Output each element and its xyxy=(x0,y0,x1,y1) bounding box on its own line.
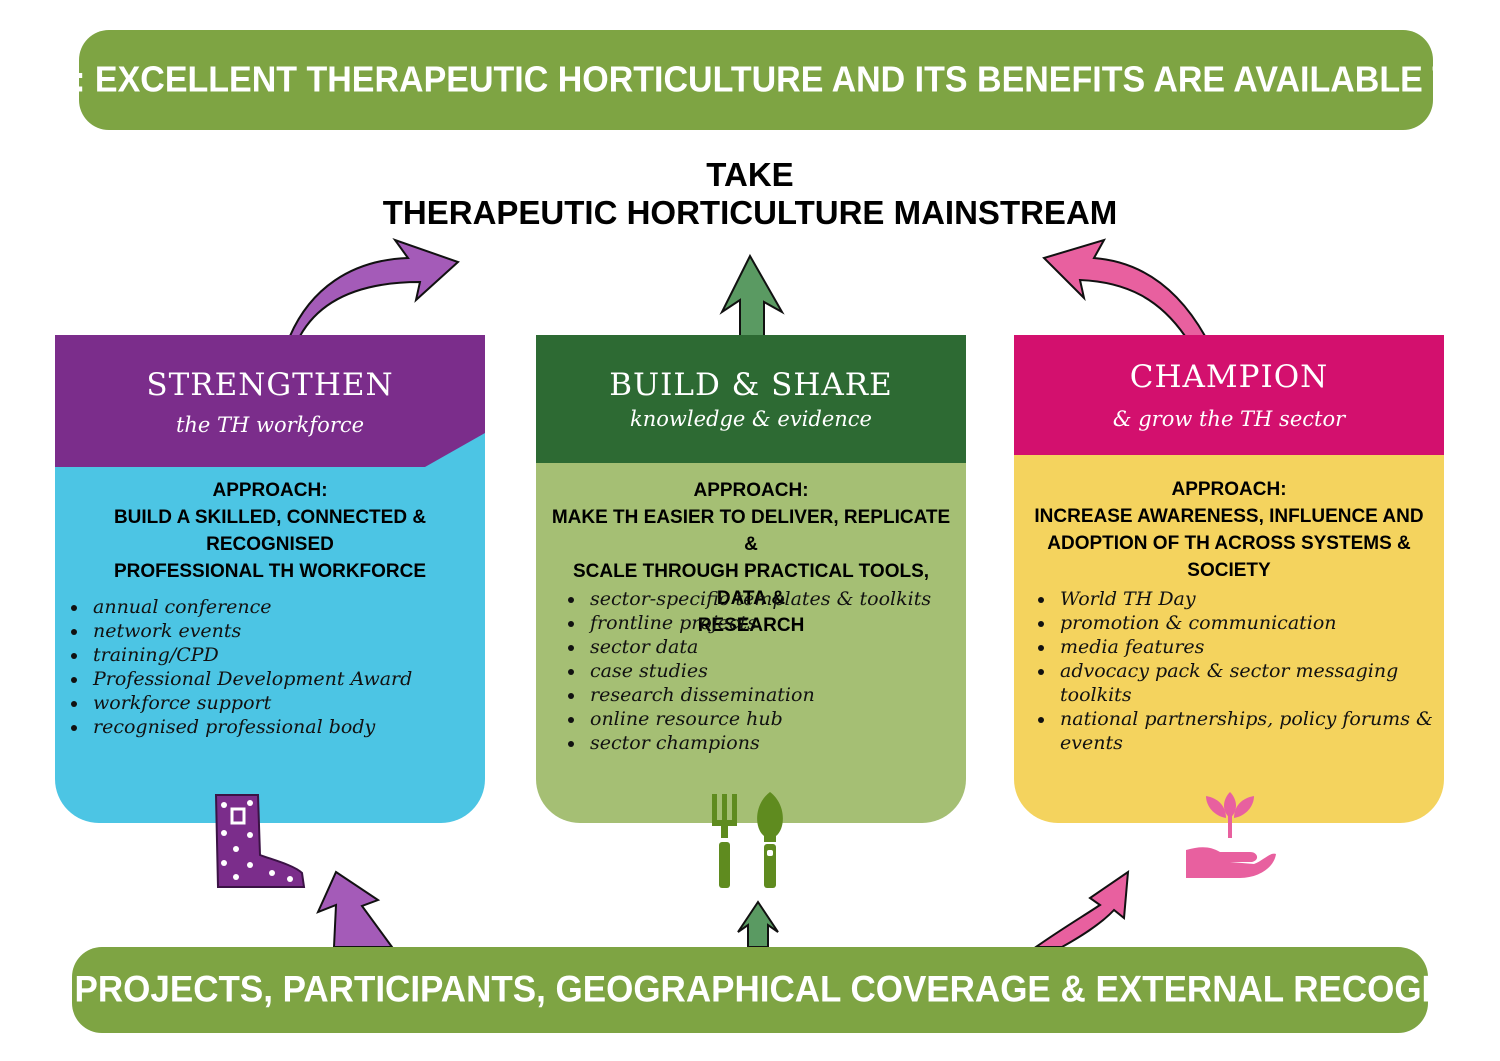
arrow-up-right-purple xyxy=(288,238,460,337)
card-subtitle: the TH workforce xyxy=(175,413,365,437)
approach-line: SCALE THROUGH PRACTICAL TOOLS, DATA & xyxy=(572,561,930,609)
list-item: training/CPD xyxy=(89,643,485,667)
card-header-bg xyxy=(536,335,966,463)
card-header-bg xyxy=(55,335,485,467)
arrow-up-left-pink xyxy=(1042,238,1207,337)
arrow-bottom-pink xyxy=(1032,869,1130,948)
card-title: STRENGTHEN xyxy=(146,367,394,403)
list-item: case studies xyxy=(586,659,966,683)
hand-holding-plant-icon xyxy=(1186,792,1276,878)
approach-label: APPROACH: xyxy=(1171,479,1287,500)
list-item: online resource hub xyxy=(586,707,966,731)
approach-line: RESEARCH xyxy=(697,615,805,636)
list-item: sector-specific templates & toolkits xyxy=(586,587,966,611)
approach-line: ADOPTION OF TH ACROSS SYSTEMS & SOCIETY xyxy=(1047,533,1411,581)
list-item: annual conference xyxy=(89,595,485,619)
list-item: national partnerships, policy forums & e… xyxy=(1056,707,1444,755)
list-item: research dissemination xyxy=(586,683,966,707)
card-title: CHAMPION xyxy=(1129,359,1329,395)
goal-line-1: TAKE xyxy=(706,156,794,193)
wellington-boot-icon xyxy=(214,794,306,888)
list-item: World TH Day xyxy=(1056,587,1444,611)
arrow-bottom-green xyxy=(737,900,779,948)
list-item: Professional Development Award xyxy=(89,667,485,691)
vision-banner: VISION: EXCELLENT THERAPEUTIC HORTICULTU… xyxy=(0,30,1500,130)
list-item: sector data xyxy=(586,635,966,659)
list-item: workforce support xyxy=(89,691,485,715)
goal-line-2: THERAPEUTIC HORTICULTURE MAINSTREAM xyxy=(382,194,1118,231)
list-item: network events xyxy=(89,619,485,643)
goal-heading: TAKE THERAPEUTIC HORTICULTURE MAINSTREAM xyxy=(350,156,1150,232)
card-approach: APPROACH: INCREASE AWARENESS, INFLUENCE … xyxy=(1014,476,1444,584)
list-item: media features xyxy=(1056,635,1444,659)
list-item: frontline projects xyxy=(586,611,966,635)
card-header-bg xyxy=(1014,335,1444,455)
card-approach: APPROACH: MAKE TH EASIER TO DELIVER, REP… xyxy=(536,477,966,639)
approach-label: APPROACH: xyxy=(693,480,809,501)
activity-list: sector-specific templates & toolkits fro… xyxy=(536,587,966,755)
list-item: recognised professional body xyxy=(89,715,485,739)
card-build-share: BUILD & SHARE knowledge & evidence APPRO… xyxy=(536,335,966,823)
list-item: sector champions xyxy=(586,731,966,755)
card-subtitle: & grow the TH sector xyxy=(1112,407,1346,431)
outcome-text: MORE PROJECTS, PARTICIPANTS, GEOGRAPHICA… xyxy=(0,969,1500,1010)
outcome-banner: MORE PROJECTS, PARTICIPANTS, GEOGRAPHICA… xyxy=(0,947,1500,1033)
approach-label: APPROACH: xyxy=(212,480,328,501)
activity-list: World TH Day promotion & communication m… xyxy=(1014,587,1444,755)
arrow-bottom-purple xyxy=(316,870,394,948)
card-subtitle: knowledge & evidence xyxy=(630,407,872,431)
activity-list: annual conference network events trainin… xyxy=(55,595,485,739)
approach-line: MAKE TH EASIER TO DELIVER, REPLICATE & xyxy=(551,507,951,555)
list-item: advocacy pack & sector messaging toolkit… xyxy=(1056,659,1444,707)
card-strengthen: STRENGTHEN the TH workforce APPROACH: BU… xyxy=(55,335,485,823)
list-item: promotion & communication xyxy=(1056,611,1444,635)
card-approach: APPROACH: BUILD A SKILLED, CONNECTED & R… xyxy=(55,477,485,585)
approach-line: PROFESSIONAL TH WORKFORCE xyxy=(113,561,427,582)
arrow-up-green xyxy=(719,253,785,337)
card-title: BUILD & SHARE xyxy=(609,367,893,403)
approach-line: INCREASE AWARENESS, INFLUENCE AND xyxy=(1034,506,1424,527)
vision-text: VISION: EXCELLENT THERAPEUTIC HORTICULTU… xyxy=(0,59,1500,100)
garden-fork-trowel-icon xyxy=(712,792,783,888)
card-champion: CHAMPION & grow the TH sector APPROACH: … xyxy=(1014,335,1444,823)
approach-line: BUILD A SKILLED, CONNECTED & RECOGNISED xyxy=(113,507,427,555)
